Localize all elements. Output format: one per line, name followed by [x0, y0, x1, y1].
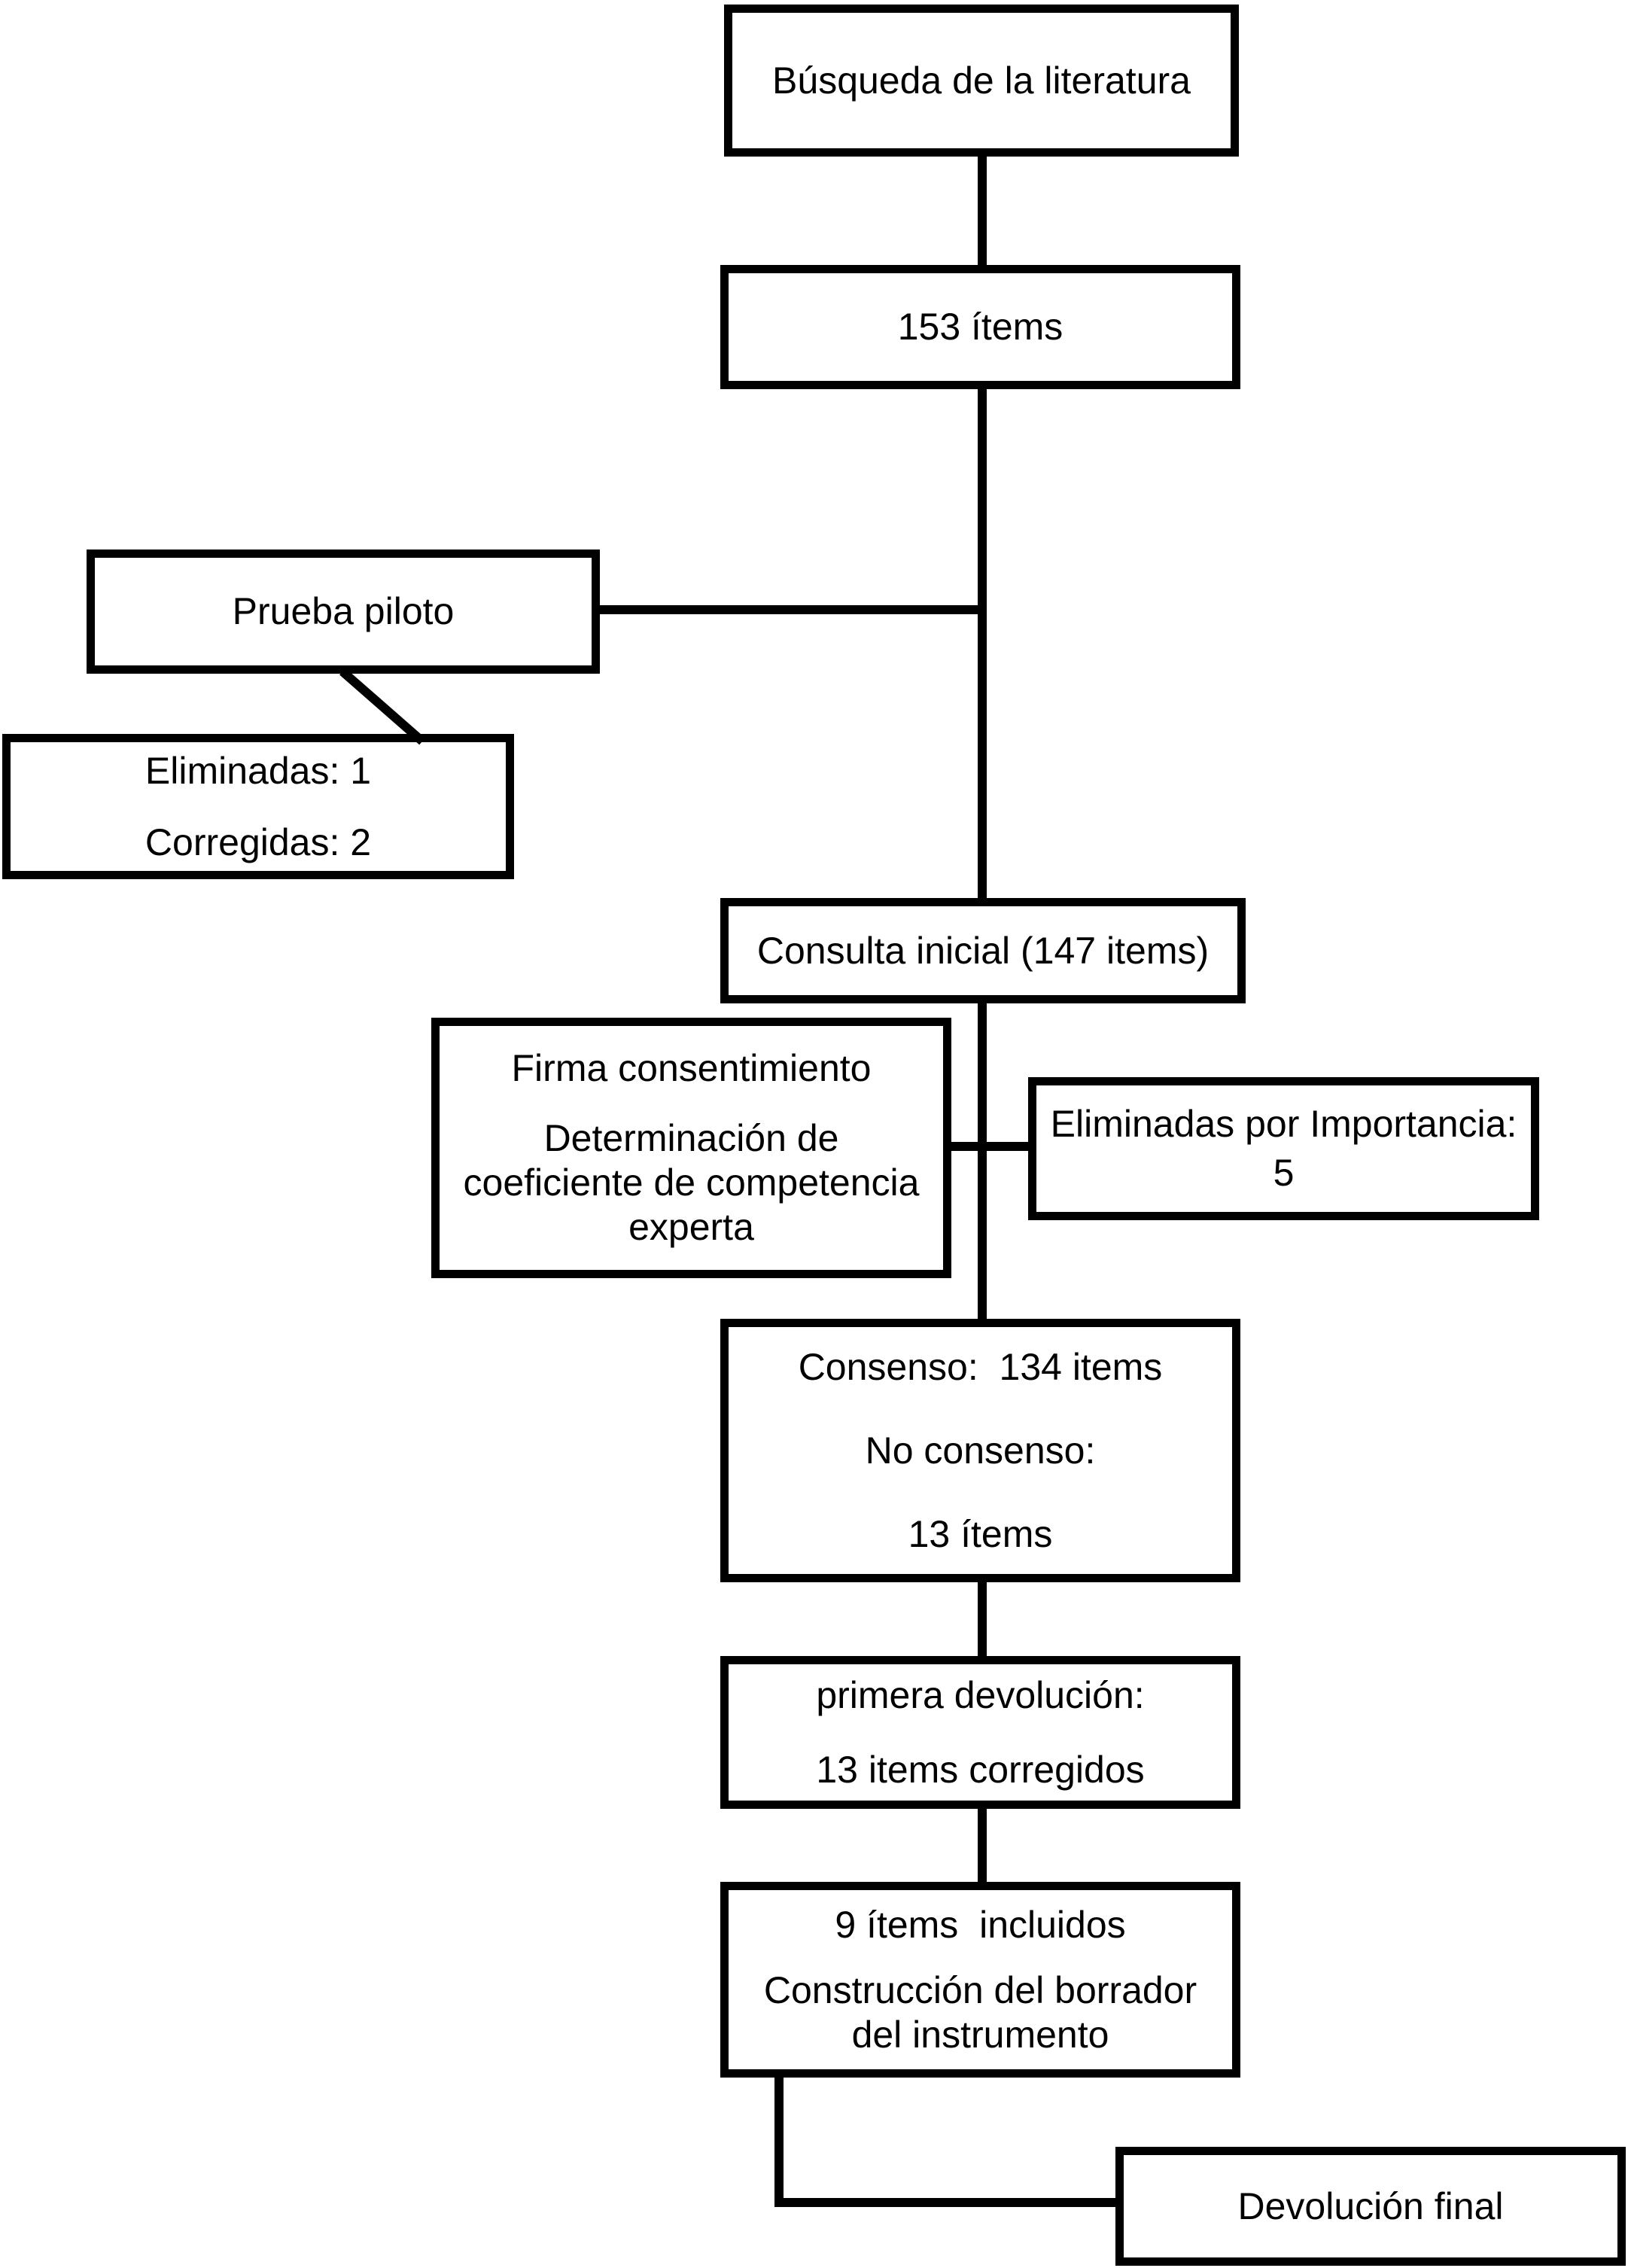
node-devolucion-final: Devolución final	[1115, 2147, 1626, 2266]
node-busqueda-literatura: Búsqueda de la literatura	[724, 5, 1239, 157]
node-eliminadas-corregidas: Eliminadas: 1 Corregidas: 2	[2, 734, 514, 879]
connector-busqueda-to-153items	[978, 157, 987, 265]
node-firma-consentimiento: Firma consentimiento Determinación de co…	[431, 1018, 951, 1278]
node-label-line2: Construcción del borrador del instrument…	[763, 1968, 1208, 2056]
node-label-line2: 13 items corregidos	[816, 1748, 1145, 1791]
node-primera-devolucion: primera devolución: 13 items corregidos	[720, 1656, 1240, 1809]
node-eliminadas-importancia: Eliminadas por Importancia: 5	[1028, 1077, 1539, 1220]
node-label: Búsqueda de la literatura	[772, 59, 1191, 102]
node-prueba-piloto: Prueba piloto	[87, 549, 600, 674]
node-label: Devolución final	[1237, 2184, 1504, 2227]
connector-consulta-to-consenso	[978, 1003, 987, 1319]
node-consenso: Consenso: 134 items No consenso: 13 ítem…	[720, 1319, 1240, 1582]
node-label-line2: Corregidas: 2	[145, 820, 372, 863]
node-label: Prueba piloto	[232, 590, 455, 632]
connector-prueba-piloto-to-trunk	[600, 605, 982, 614]
node-label-line1: 9 ítems incluidos	[835, 1903, 1126, 1946]
node-label-line1: Consenso: 134 items	[798, 1345, 1163, 1388]
connector-firma-to-importancia	[951, 1142, 1028, 1151]
connector-to-devolucion-final	[774, 2198, 1115, 2207]
node-label-line1: Firma consentimiento	[511, 1047, 872, 1089]
node-label-line1: Eliminadas por Importancia:	[1050, 1103, 1517, 1145]
node-153-items: 153 ítems	[720, 265, 1240, 389]
node-label-line3: 13 ítems	[908, 1512, 1053, 1555]
node-label-line1: Eliminadas: 1	[145, 749, 372, 792]
connector-devolucion-to-9items	[978, 1809, 987, 1882]
connector-consenso-to-devolucion	[978, 1582, 987, 1656]
connector-153items-to-consulta	[978, 389, 987, 898]
node-consulta-inicial: Consulta inicial (147 items)	[720, 898, 1246, 1003]
node-9-items-incluidos: 9 ítems incluidos Construcción del borra…	[720, 1882, 1240, 2078]
node-label-line1: primera devolución:	[816, 1673, 1145, 1716]
node-label-line2: 5	[1273, 1152, 1295, 1194]
connector-9items-down	[774, 2078, 784, 2207]
node-label-line2: Determinación de coeficiente de competen…	[463, 1117, 930, 1248]
node-label: Consulta inicial (147 items)	[756, 929, 1210, 972]
node-label-line2: No consenso:	[865, 1429, 1096, 1472]
node-label: 153 ítems	[897, 306, 1063, 348]
